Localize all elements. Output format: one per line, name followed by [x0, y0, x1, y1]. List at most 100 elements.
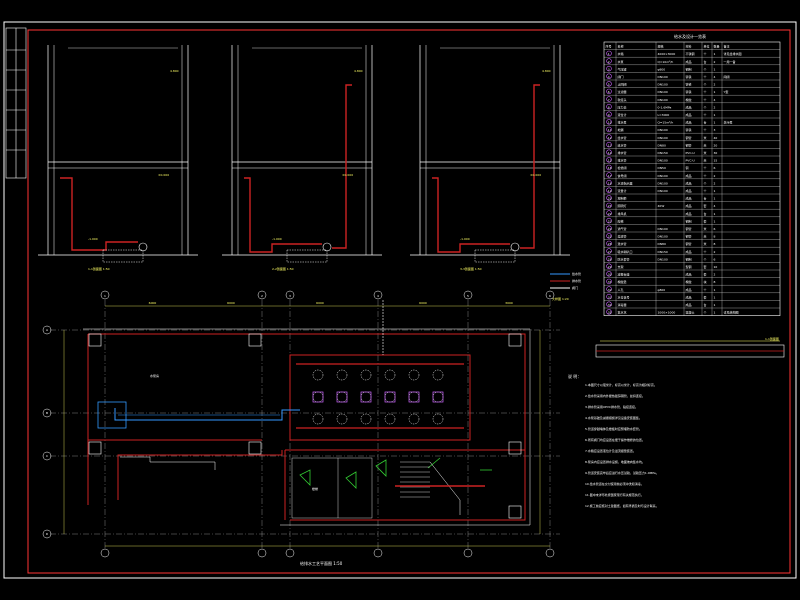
table-cell: 块	[704, 279, 707, 284]
table-cell: 1	[714, 295, 716, 299]
table-cell: 成品	[686, 59, 692, 64]
table-cell: 钢制	[686, 66, 692, 71]
table-cell: DN100	[658, 257, 668, 261]
dimension-text: 6000	[316, 301, 324, 305]
table-cell: 9	[608, 113, 610, 117]
table-row-symbol-icon	[606, 293, 612, 300]
table-cell: 13	[608, 143, 612, 147]
table-cell: 米	[704, 135, 707, 140]
table-row-symbol-icon	[606, 172, 612, 178]
table-cell: 40	[714, 136, 718, 140]
table-cell: L=3000	[658, 113, 670, 117]
table-cell: 米	[704, 241, 707, 246]
section-pump-base	[474, 249, 516, 263]
pump-footprint-icon	[336, 391, 348, 403]
table-cell: 铸铁	[686, 89, 692, 94]
table-cell: 铸铁	[686, 74, 692, 79]
pump-footprint-icon	[432, 369, 444, 381]
table-cell: Q=10m³/h	[658, 60, 674, 64]
pump-footprint-icon	[360, 391, 372, 403]
table-cell: DN100	[658, 227, 668, 231]
table-cell: 0-1.6MPa	[658, 105, 672, 109]
table-cell: 4	[714, 98, 716, 102]
legend-item-1: 给水管	[572, 271, 581, 276]
table-cell: 成品	[686, 272, 692, 277]
table-cell: 台	[704, 59, 707, 64]
table-cell: 1	[714, 303, 716, 307]
table-cell: DN100	[658, 83, 668, 87]
table-row-symbol-icon	[606, 248, 612, 254]
table-cell: 3	[714, 128, 716, 132]
table-row-symbol-icon	[606, 301, 612, 307]
table-cell: 1	[714, 311, 716, 315]
table-cell: 吸水喇叭口	[618, 249, 633, 254]
table-cell: DN100	[658, 75, 668, 79]
section-pump-base	[286, 249, 328, 263]
table-cell: 2	[714, 83, 716, 87]
table-cell: 1000×1000	[658, 311, 676, 315]
table-cell: 一用一备	[724, 59, 736, 64]
table-cell: 25	[608, 235, 612, 239]
section-label: 3-3剖面图 1:50	[460, 266, 482, 271]
table-cell: 个	[704, 52, 707, 56]
table-cell: 15	[608, 159, 612, 163]
table-cell: 1	[714, 197, 716, 201]
table-cell: 8	[714, 235, 716, 239]
table-cell: 6	[714, 227, 716, 231]
axis-bubble-top	[373, 290, 383, 300]
table-cell: 1	[714, 121, 716, 125]
table-cell: 人孔	[618, 287, 624, 292]
plan-column	[508, 441, 522, 455]
table-cell: 详见结构图	[724, 310, 739, 315]
table-cell: 排风机	[618, 211, 627, 216]
axis-bubble-left	[42, 529, 52, 539]
table-cell: 集水坑	[618, 310, 627, 315]
section-pipe	[60, 177, 138, 251]
table-cell: 个	[704, 128, 707, 132]
section-label: 2-2剖面图 1:50	[272, 266, 294, 271]
axis-bubble-bottom	[545, 548, 555, 558]
table-cell: DN100	[658, 174, 668, 178]
note-item: 2.给水管采用内外壁热镀锌钢管，丝扣连接。	[585, 393, 645, 398]
table-cell: 排水管	[618, 150, 627, 155]
table-cell: 18	[608, 181, 612, 185]
toilet-room	[291, 457, 373, 519]
table-row-symbol-icon	[606, 111, 612, 117]
note-item: 9.管道安装完毕后应进行水压试验，试验压力1.0MPa。	[585, 470, 659, 475]
table-cell: DN100	[658, 235, 668, 239]
plan-column	[88, 333, 102, 347]
inner-border	[27, 29, 791, 574]
table-cell: 套	[704, 203, 707, 208]
axis-label-top: 3	[289, 294, 291, 298]
table-cell: 7	[608, 98, 610, 102]
section-level-top: 4.800	[170, 69, 179, 73]
axis-bubble-bottom	[463, 548, 473, 558]
table-cell: 1	[714, 288, 716, 292]
pump-footprint-icon	[312, 413, 324, 425]
table-cell: DN100	[658, 181, 668, 185]
axis-label-left: B	[46, 411, 48, 415]
table-cell: 气压罐	[618, 66, 627, 71]
table-cell: 过滤器	[618, 89, 627, 94]
table-cell: 4	[714, 204, 716, 208]
table-cell: 米	[704, 158, 707, 163]
table-cell: 2	[714, 174, 716, 178]
table-cell: 33	[608, 295, 612, 299]
table-row-symbol-icon	[606, 58, 612, 64]
table-row-symbol-icon	[606, 149, 612, 155]
table-cell: 型钢	[686, 264, 692, 269]
axis-bubble-top	[100, 290, 110, 300]
table-cell: 防水套管	[618, 256, 630, 261]
plan-wall-outer	[83, 328, 531, 526]
table-row-symbol-icon	[606, 157, 612, 163]
table-cell: 水泵	[618, 59, 624, 64]
table-row-symbol-icon	[606, 179, 612, 186]
table-cell: 17	[608, 174, 612, 178]
pump-footprint-icon	[312, 391, 324, 403]
table-cell: DN50	[658, 166, 666, 170]
table-cell: DN100	[658, 159, 668, 163]
table-cell: 钢制	[686, 256, 692, 261]
table-cell: 26	[608, 242, 612, 246]
axis-bubble-left	[42, 451, 52, 461]
table-cell: 19	[608, 189, 612, 193]
